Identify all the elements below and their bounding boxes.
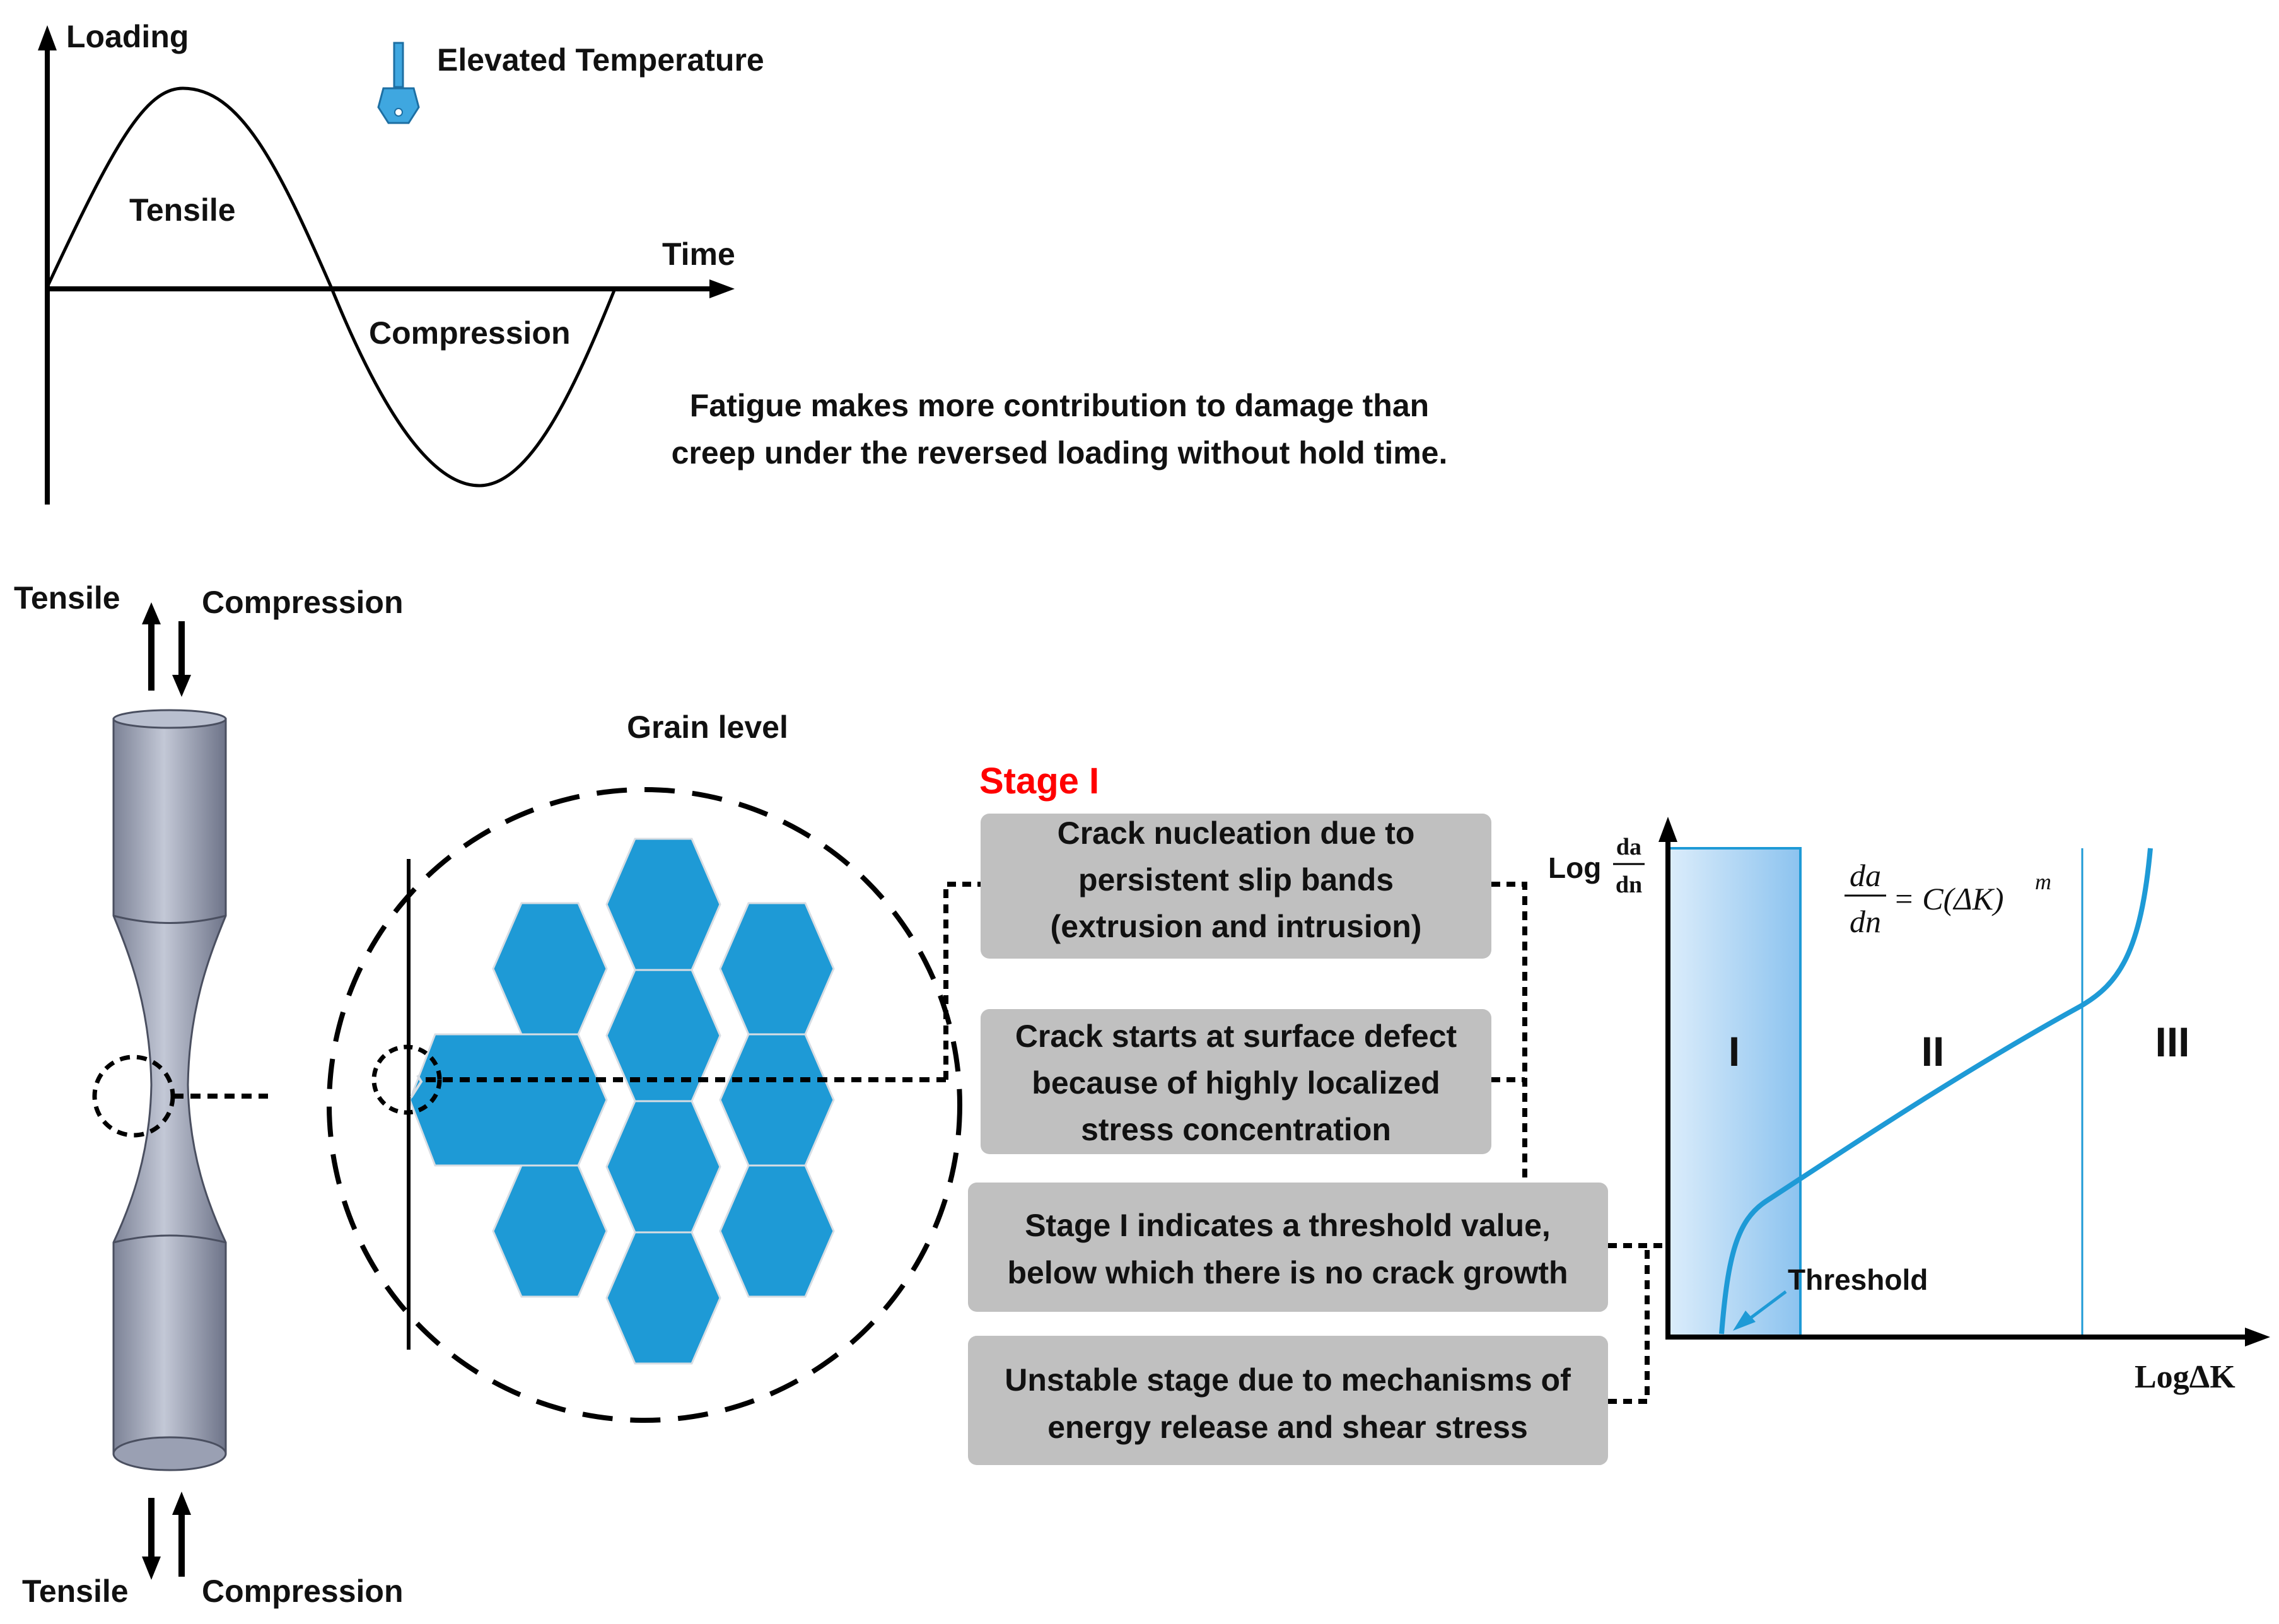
box1-line3: (extrusion and intrusion) xyxy=(1051,909,1422,944)
specimen: Tensile Compression Tensile Compression xyxy=(14,580,404,1609)
specimen-bottom-face xyxy=(112,1436,227,1471)
grain-hexagon xyxy=(719,902,835,1036)
region-III-label: III xyxy=(2155,1019,2189,1065)
thermometer-icon xyxy=(377,42,420,124)
box1-left-connector xyxy=(943,882,981,1080)
bottom-compression-arrowhead xyxy=(172,1492,191,1515)
box2-line2: because of highly localized xyxy=(1032,1065,1440,1101)
box-right-vertical-connector xyxy=(1491,882,1527,1183)
eq-dn: dn xyxy=(1850,904,1881,939)
bottom-compression-label: Compression xyxy=(202,1574,404,1609)
stage-descriptions: Stage I Crack nucleation due to persiste… xyxy=(943,761,1703,1465)
note-line-2: creep under the reversed loading without… xyxy=(672,435,1448,470)
box2-line1: Crack starts at surface defect xyxy=(1015,1019,1457,1054)
box4-line1: Unstable stage due to mechanisms of xyxy=(1005,1362,1571,1398)
threshold-arrowhead xyxy=(1733,1311,1756,1331)
y-label-log: Log xyxy=(1548,851,1601,884)
loading-y-arrowhead xyxy=(38,25,57,50)
specimen-lower-shoulder xyxy=(113,1234,226,1244)
grain-hexagon xyxy=(719,1164,835,1298)
note-line-1: Fatigue makes more contribution to damag… xyxy=(690,388,1429,423)
threshold-label: Threshold xyxy=(1788,1263,1928,1296)
box4-line2: energy release and shear stress xyxy=(1047,1410,1528,1445)
grain-level-title: Grain level xyxy=(627,710,788,745)
top-tensile-arrowhead xyxy=(142,602,161,624)
eq-da: da xyxy=(1850,858,1881,893)
grain-crack-zoom-circle xyxy=(371,1044,442,1115)
top-tensile-label: Tensile xyxy=(14,580,120,616)
elevated-temperature-label: Elevated Temperature xyxy=(437,42,764,78)
top-compression-arrowhead xyxy=(172,675,191,697)
grain-hexagon xyxy=(605,838,721,971)
region-I-fill xyxy=(1667,847,1802,1338)
compression-region-label: Compression xyxy=(369,315,571,351)
region-I-label: I xyxy=(1728,1028,1740,1075)
region-II-label: II xyxy=(1921,1028,1945,1075)
tensile-region-label: Tensile xyxy=(129,192,236,228)
specimen-zoom-circle xyxy=(92,1054,175,1138)
grain-dashed-circle xyxy=(327,787,962,1423)
stage-title: Stage I xyxy=(979,761,1099,802)
box3-line2: below which there is no crack growth xyxy=(1007,1255,1568,1290)
eq-exponent: m xyxy=(2035,869,2051,894)
crack-chart-y-arrowhead xyxy=(1658,817,1677,842)
box4-to-chart-connector xyxy=(1608,1246,1650,1404)
box1-line2: persistent slip bands xyxy=(1078,862,1394,897)
stage-box-crack-nucleation xyxy=(981,814,1491,959)
stage-box-threshold xyxy=(968,1183,1608,1312)
stage-box-surface-defect xyxy=(981,1009,1491,1154)
crack-growth-curve xyxy=(1719,848,2153,1335)
time-x-arrowhead xyxy=(709,279,735,298)
grain-hexagon xyxy=(605,1100,721,1234)
loading-axis-label: Loading xyxy=(66,19,189,54)
box1-line1: Crack nucleation due to xyxy=(1058,815,1415,851)
box2-line3: stress concentration xyxy=(1081,1112,1391,1147)
grain-level: Grain level xyxy=(327,710,962,1423)
bottom-tensile-arrowhead xyxy=(142,1557,161,1580)
box3-line1: Stage I indicates a threshold value, xyxy=(1025,1208,1551,1243)
surface-crack xyxy=(410,1074,423,1099)
y-label-da: da xyxy=(1616,834,1641,860)
paris-law-equation: da dn = C(ΔK) m xyxy=(1845,858,2051,939)
specimen-upper-shoulder xyxy=(113,914,226,924)
loading-chart: Loading Time Tensile Compression Elevate… xyxy=(38,19,1447,505)
crack-growth-chart: I II III Threshold Log da dn LogΔK da dn… xyxy=(1548,817,2270,1395)
grain-hexagon xyxy=(719,1033,835,1167)
grain-hexagon xyxy=(605,1231,721,1365)
specimen-top-face xyxy=(112,709,227,729)
time-axis-label: Time xyxy=(662,237,735,272)
y-label-dn: dn xyxy=(1616,872,1642,898)
grain-hexagon xyxy=(409,1033,608,1167)
grain-hexagon xyxy=(492,902,608,1036)
grain-hexagon xyxy=(492,1164,608,1298)
grain-hexagons xyxy=(409,838,835,1365)
bottom-tensile-label: Tensile xyxy=(22,1574,129,1609)
crack-chart-x-arrowhead xyxy=(2245,1328,2270,1347)
specimen-body xyxy=(112,718,227,1455)
eq-rhs: = C(ΔK) xyxy=(1893,881,2004,916)
x-label-log-delta-k: LogΔK xyxy=(2135,1359,2235,1395)
sine-wave xyxy=(45,86,617,488)
stage-box-unstable xyxy=(968,1336,1608,1465)
top-compression-label: Compression xyxy=(202,585,404,620)
